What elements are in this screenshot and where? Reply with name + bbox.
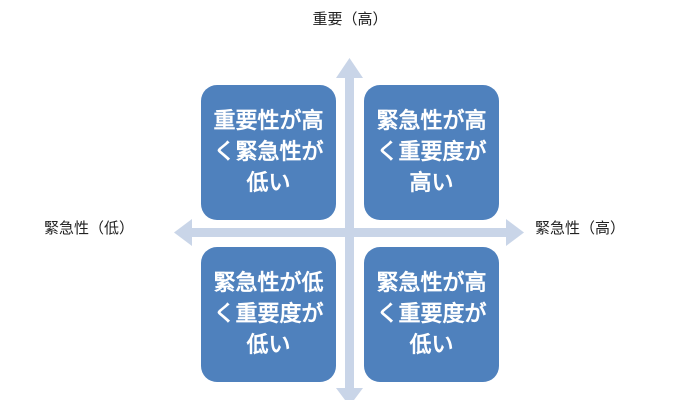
quadrant-bottom-right: 緊急性が高く重要度が低い [364, 247, 499, 382]
axis-label-top: 重要（高） [312, 10, 388, 28]
axis-label-left: 緊急性（低） [44, 219, 135, 237]
quadrant-top-right: 緊急性が高く重要度が高い [364, 85, 499, 220]
quadrant-bottom-left: 緊急性が低く重要度が低い [201, 247, 336, 382]
axis-label-right: 緊急性（高） [535, 219, 626, 237]
quadrant-bottom-right-label: 緊急性が高く重要度が低い [376, 271, 487, 358]
quadrant-top-left-label: 重要性が高く緊急性が低い [213, 109, 324, 196]
quadrant-top-right-label: 緊急性が高く重要度が高い [376, 109, 487, 196]
quadrant-top-left: 重要性が高く緊急性が低い [201, 85, 336, 220]
horizontal-axis-arrow-right [506, 219, 524, 246]
quadrant-bottom-left-label: 緊急性が低く重要度が低い [213, 271, 324, 358]
vertical-axis-line [345, 76, 354, 400]
vertical-axis-arrow-up [336, 58, 363, 78]
horizontal-axis-arrow-left [174, 219, 192, 246]
vertical-axis-arrow-down [336, 388, 363, 400]
horizontal-axis-line [190, 228, 508, 237]
